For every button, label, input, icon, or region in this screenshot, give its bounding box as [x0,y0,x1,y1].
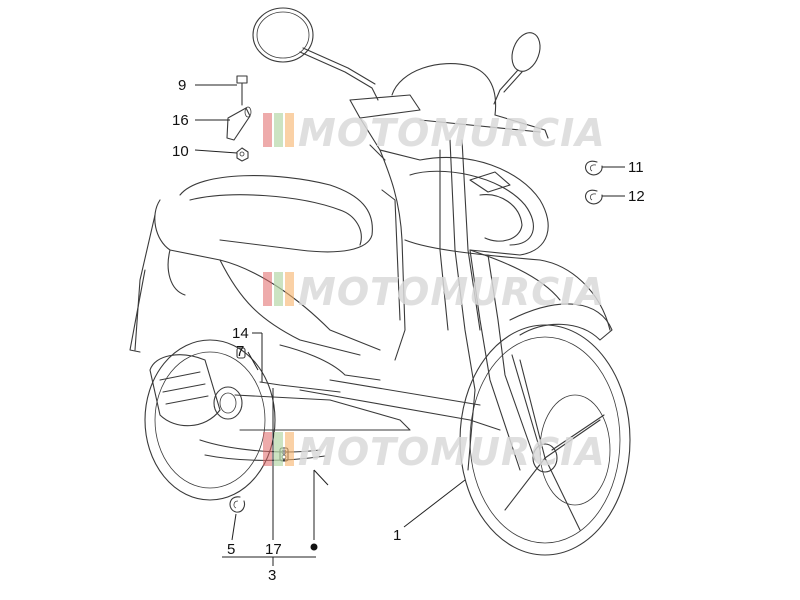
watermark-stripe [274,113,283,147]
right-mirror [493,32,541,105]
callout-3: 3 [268,567,276,584]
left-mirror [252,7,379,101]
watermark-stripe [274,432,283,466]
nut-icon [236,147,249,162]
sleeve-icon [226,106,252,141]
callout-14: 14 [232,325,249,342]
watermark-stripe [263,272,272,306]
callout-1: 1 [393,527,401,544]
watermark-stripe [285,272,294,306]
watermark-bottom: MOTOMURCIA [263,430,606,474]
watermark-stripe [263,432,272,466]
leader-lines [194,84,625,566]
watermark-stripe [285,113,294,147]
callout-11: 11 [628,159,644,176]
watermark-stripe [285,432,294,466]
watermark-text: MOTOMURCIA [298,111,606,155]
callout-16: 16 [172,112,189,129]
watermark-text: MOTOMURCIA [298,430,606,474]
callout-labels: 9 16 10 11 12 14 7 1 5 17 3 [172,77,645,584]
circlip-icon-11 [584,160,603,176]
clip-icon-14 [236,347,246,359]
callout-9: 9 [178,77,186,94]
watermark-stripe [274,272,283,306]
bolt-icon [236,75,248,106]
circlip-icon-5 [229,496,246,513]
callout-12: 12 [628,188,645,205]
callout-17: 17 [265,541,282,558]
callout-10: 10 [172,143,189,160]
watermark-top: MOTOMURCIA [263,111,606,155]
circlip-icon-12 [584,189,603,205]
scooter-illustration [129,7,631,556]
callout-5: 5 [227,541,235,558]
callout-7: 7 [236,343,244,360]
watermark-middle: MOTOMURCIA [263,270,606,314]
watermark-stripe [263,113,272,147]
watermark-text: MOTOMURCIA [298,270,606,314]
